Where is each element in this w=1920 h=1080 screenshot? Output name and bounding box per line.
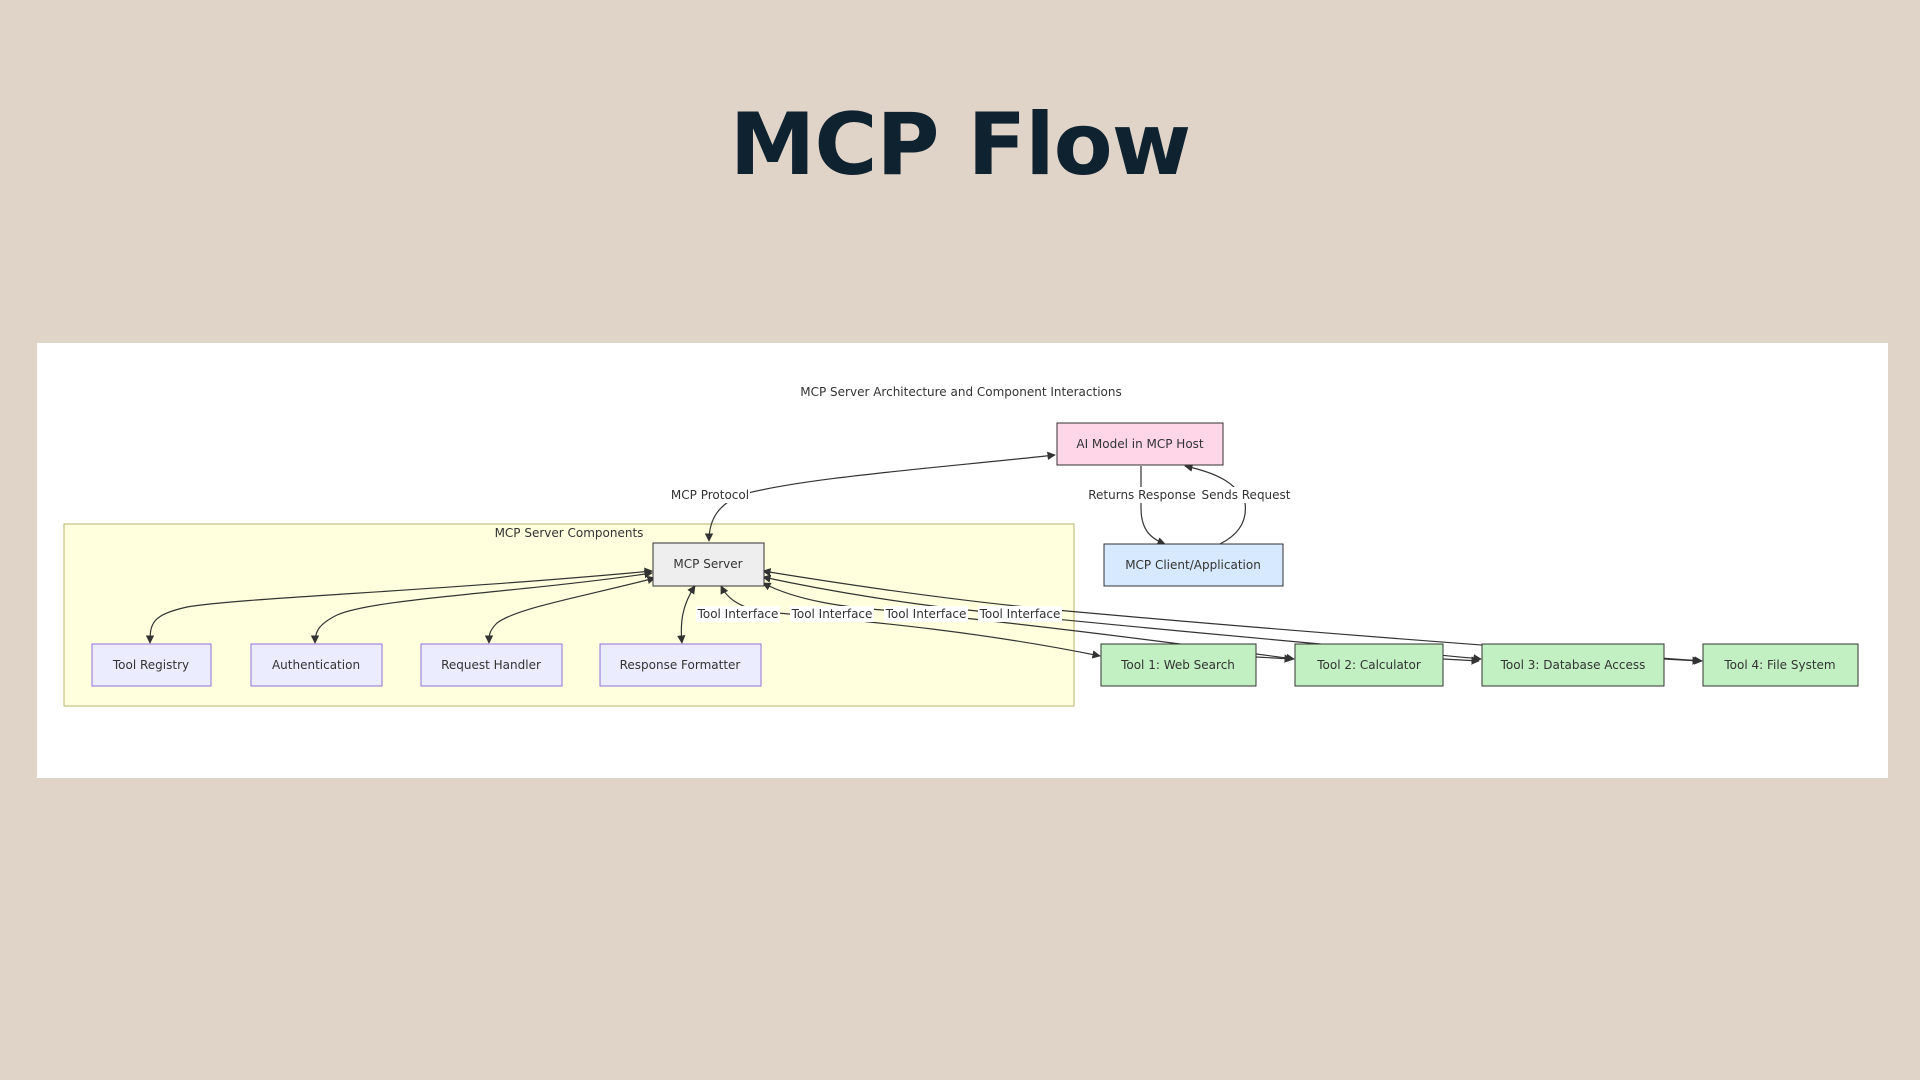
svg-text:Tool 2: Calculator: Tool 2: Calculator: [1316, 658, 1421, 672]
node-response-formatter[interactable]: Response Formatter: [599, 643, 762, 687]
svg-text:Request Handler: Request Handler: [441, 658, 541, 672]
edge-label-tool-interface-1: Tool Interface: [697, 607, 779, 621]
node-mcp-client[interactable]: MCP Client/Application: [1103, 543, 1284, 587]
svg-text:Tool 3: Database Access: Tool 3: Database Access: [1500, 658, 1646, 672]
svg-text:MCP Server: MCP Server: [673, 557, 742, 571]
svg-text:MCP Client/Application: MCP Client/Application: [1125, 558, 1261, 572]
edge-returns-response: [1140, 466, 1166, 546]
edge-label-tool-interface-4: Tool Interface: [979, 607, 1061, 621]
edge-sends-request: [1184, 463, 1247, 545]
edge-server-request-handler: [484, 575, 656, 644]
node-authentication[interactable]: Authentication: [250, 643, 383, 687]
svg-text:Authentication: Authentication: [272, 658, 360, 672]
svg-text:Tool Registry: Tool Registry: [112, 658, 189, 672]
edge-server-response-formatter: [677, 585, 696, 644]
svg-text:Tool 1: Web Search: Tool 1: Web Search: [1120, 658, 1235, 672]
edge-tool3-tool4: [1663, 656, 1701, 665]
node-tool-3[interactable]: Tool 3: Database Access: [1481, 643, 1665, 687]
edge-tool2-tool3: [1442, 656, 1480, 665]
node-ai-model[interactable]: AI Model in MCP Host: [1056, 422, 1224, 466]
node-mcp-server[interactable]: MCP Server: [652, 542, 765, 587]
node-tool-1[interactable]: Tool 1: Web Search: [1100, 643, 1257, 687]
edge-label-sends-request: Sends Request: [1201, 488, 1290, 502]
diagram-title: MCP Server Architecture and Component In…: [800, 385, 1121, 399]
node-tool-2[interactable]: Tool 2: Calculator: [1294, 643, 1444, 687]
node-tool-4[interactable]: Tool 4: File System: [1702, 643, 1859, 687]
edge-label-tool-interface-3: Tool Interface: [885, 607, 967, 621]
svg-text:Response Formatter: Response Formatter: [620, 658, 741, 672]
edge-tool1-tool2: [1255, 654, 1293, 663]
subgraph-title: MCP Server Components: [495, 526, 644, 540]
edge-label-mcp-protocol: MCP Protocol: [671, 488, 749, 502]
node-request-handler[interactable]: Request Handler: [420, 643, 563, 687]
diagram-panel: MCP Server Architecture and Component In…: [37, 343, 1888, 778]
edge-label-tool-interface-2: Tool Interface: [791, 607, 873, 621]
svg-text:AI Model in MCP Host: AI Model in MCP Host: [1076, 437, 1204, 451]
edge-mcp-protocol: [704, 451, 1056, 542]
edge-label-returns-response: Returns Response: [1088, 488, 1196, 502]
node-tool-registry[interactable]: Tool Registry: [91, 643, 212, 687]
page-title: MCP Flow: [729, 95, 1191, 195]
svg-text:Tool 4: File System: Tool 4: File System: [1723, 658, 1835, 672]
architecture-diagram: MCP Server Architecture and Component In…: [63, 385, 1859, 707]
